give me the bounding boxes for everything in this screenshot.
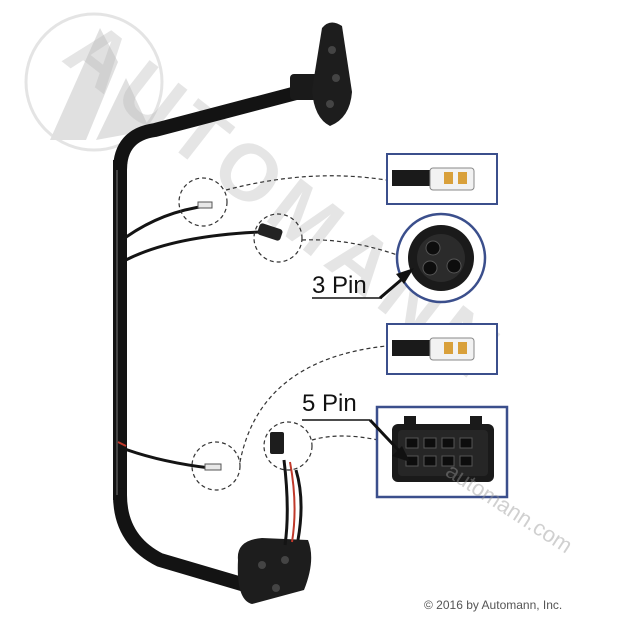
arrow-5pin bbox=[302, 418, 410, 462]
five-pin-label: 5 Pin bbox=[302, 390, 357, 417]
callout-leaders bbox=[225, 175, 401, 463]
callout-circles bbox=[178, 177, 313, 491]
bottom-mount-bracket bbox=[237, 538, 312, 604]
harness-connectors bbox=[197, 201, 284, 471]
arrow-3pin bbox=[312, 268, 414, 300]
three-pin-label: 3 Pin bbox=[312, 272, 367, 299]
inset-plug-top bbox=[386, 153, 498, 205]
inset-plug-bottom bbox=[386, 323, 498, 375]
top-mount-bracket bbox=[290, 22, 352, 127]
watermark-logo bbox=[24, 12, 164, 152]
red-wires bbox=[117, 441, 296, 543]
inset-5pin-connector bbox=[375, 405, 509, 499]
copyright-text: © 2016 by Automann, Inc. bbox=[424, 598, 563, 612]
wire-harness bbox=[121, 204, 303, 546]
inset-3pin-connector bbox=[395, 212, 487, 304]
